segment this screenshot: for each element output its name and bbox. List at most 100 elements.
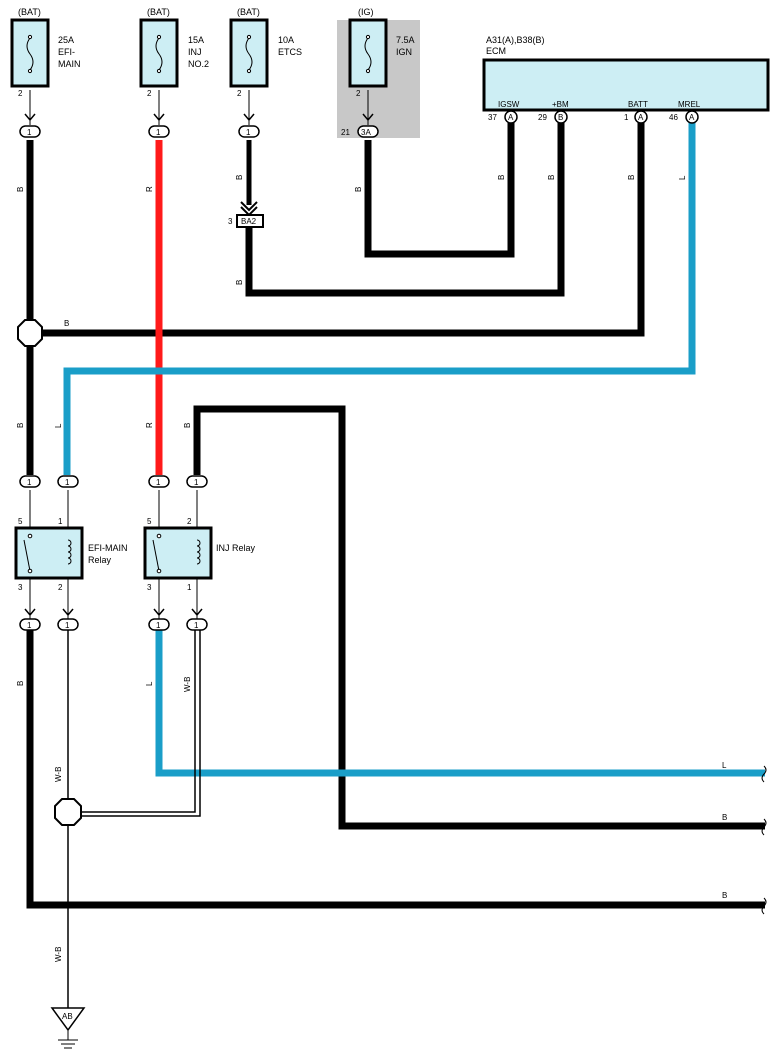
wire-label: B bbox=[235, 175, 244, 180]
ecm-pin bbox=[634, 110, 648, 124]
svg-text:1: 1 bbox=[156, 128, 161, 137]
wire-inj-relay-b bbox=[193, 405, 765, 830]
fuse-name: IGN bbox=[396, 47, 412, 57]
svg-text:1: 1 bbox=[156, 621, 161, 630]
svg-text:BA2: BA2 bbox=[241, 217, 257, 226]
junction-splice-wb bbox=[54, 798, 82, 826]
relay-efi-main: EFI-MAIN Relay 5 1 3 2 bbox=[14, 517, 128, 592]
svg-text:B: B bbox=[558, 113, 563, 122]
connectors-relay-bottom: 1 1 1 1 bbox=[19, 608, 208, 631]
connector bbox=[148, 618, 170, 631]
arrow-down-icon bbox=[191, 608, 203, 617]
svg-text:1: 1 bbox=[624, 113, 629, 122]
wire-label: B bbox=[16, 423, 25, 428]
fuse-rating: 25A bbox=[58, 35, 74, 45]
fuse-icon bbox=[155, 37, 163, 71]
wire-label: L bbox=[145, 681, 154, 686]
ground-ab: AB bbox=[50, 1007, 86, 1049]
ground-triangle bbox=[50, 1007, 86, 1032]
wire-end-marks bbox=[761, 765, 767, 915]
wires bbox=[26, 90, 765, 1010]
connector bbox=[186, 475, 208, 488]
arrow-down-icon bbox=[62, 608, 74, 617]
wire-label: B bbox=[497, 175, 506, 180]
wire-label: B bbox=[64, 319, 69, 328]
ba2-pin: 3 bbox=[228, 217, 233, 226]
fuse-icon bbox=[364, 37, 372, 71]
svg-text:1: 1 bbox=[65, 478, 70, 487]
fuse-pin: 2 bbox=[237, 89, 242, 98]
connectors-top: 1 1 1 3A 21 bbox=[19, 125, 379, 138]
fuse-ign: (IG) 7.5A IGN 2 bbox=[348, 7, 415, 98]
ecm-pin bbox=[504, 110, 518, 124]
fuse-rating: 15A bbox=[188, 35, 204, 45]
fuse-pin: 2 bbox=[147, 89, 152, 98]
fuse-box bbox=[10, 18, 50, 88]
wire-end-b1 bbox=[761, 818, 767, 836]
arrow-icons bbox=[24, 113, 374, 122]
svg-text:29: 29 bbox=[538, 113, 547, 122]
fuse-efi-main: (BAT) 25A EFI- MAIN 2 bbox=[10, 7, 81, 98]
svg-text:37: 37 bbox=[488, 113, 497, 122]
fuse-pin: 2 bbox=[356, 89, 361, 98]
svg-text:5: 5 bbox=[147, 517, 152, 526]
svg-text:1: 1 bbox=[27, 478, 32, 487]
wire-inj-out-l bbox=[155, 630, 765, 777]
fuse-inj-no2: (BAT) 15A INJ NO.2 2 bbox=[139, 7, 209, 98]
svg-text:2: 2 bbox=[58, 583, 63, 592]
wire-label: B bbox=[722, 813, 727, 822]
wire-label: B bbox=[627, 175, 636, 180]
wire-label: W-B bbox=[183, 677, 192, 692]
connector bbox=[186, 618, 208, 631]
arrow-down-icon bbox=[153, 113, 165, 122]
svg-text:1: 1 bbox=[27, 128, 32, 137]
connector bbox=[148, 125, 170, 138]
wire-igsw-b bbox=[364, 122, 515, 258]
wire-batt-b bbox=[30, 122, 645, 337]
fuse-name: EFI- bbox=[58, 47, 75, 57]
svg-text:A: A bbox=[638, 113, 644, 122]
wire-wb-inj-a bbox=[80, 630, 196, 813]
wire-label: B bbox=[547, 175, 556, 180]
wire-label: B bbox=[183, 423, 192, 428]
fuse-icon bbox=[245, 37, 253, 71]
connector bbox=[57, 618, 79, 631]
fuse-name: INJ bbox=[188, 47, 202, 57]
ecm-pin-name: IGSW bbox=[498, 100, 520, 109]
wire-label: W-B bbox=[54, 947, 63, 962]
relay-name-2: Relay bbox=[88, 555, 112, 565]
wire-label: B bbox=[16, 187, 25, 192]
relay-name: EFI-MAIN bbox=[88, 543, 128, 553]
fuse-box bbox=[348, 18, 388, 88]
svg-text:1: 1 bbox=[187, 583, 192, 592]
arrow-down-icon bbox=[240, 201, 258, 212]
ecm-pin-name: BATT bbox=[628, 100, 648, 109]
wire-label: R bbox=[145, 186, 154, 192]
fuse-etcs: (BAT) 10A ETCS 2 bbox=[229, 7, 302, 98]
relay-inj: INJ Relay 5 2 3 1 bbox=[143, 517, 256, 592]
ecm-name: ECM bbox=[486, 46, 506, 56]
fuse-name-2: MAIN bbox=[58, 59, 81, 69]
relay-switch-icon bbox=[152, 539, 160, 572]
ba2-box bbox=[236, 214, 264, 228]
svg-text:A: A bbox=[689, 113, 695, 122]
fuse-source: (BAT) bbox=[18, 7, 41, 17]
connector bbox=[19, 618, 41, 631]
fuse-rating: 10A bbox=[278, 35, 294, 45]
svg-text:3: 3 bbox=[18, 583, 23, 592]
wire-label: L bbox=[722, 761, 727, 770]
svg-text:A: A bbox=[508, 113, 514, 122]
fuse-source: (IG) bbox=[358, 7, 374, 17]
arrow-down-icon bbox=[362, 113, 374, 122]
connector bbox=[148, 475, 170, 488]
relay-name: INJ Relay bbox=[216, 543, 256, 553]
fuse-pin: 2 bbox=[18, 89, 23, 98]
wire-label: R bbox=[145, 422, 154, 428]
relay-coil-icon bbox=[67, 539, 72, 565]
wire-end-l bbox=[761, 765, 767, 783]
arrow-down-icon bbox=[24, 113, 36, 122]
fuse-icon bbox=[26, 37, 34, 71]
fuse-source: (BAT) bbox=[237, 7, 260, 17]
wire-bm-b bbox=[245, 122, 565, 297]
